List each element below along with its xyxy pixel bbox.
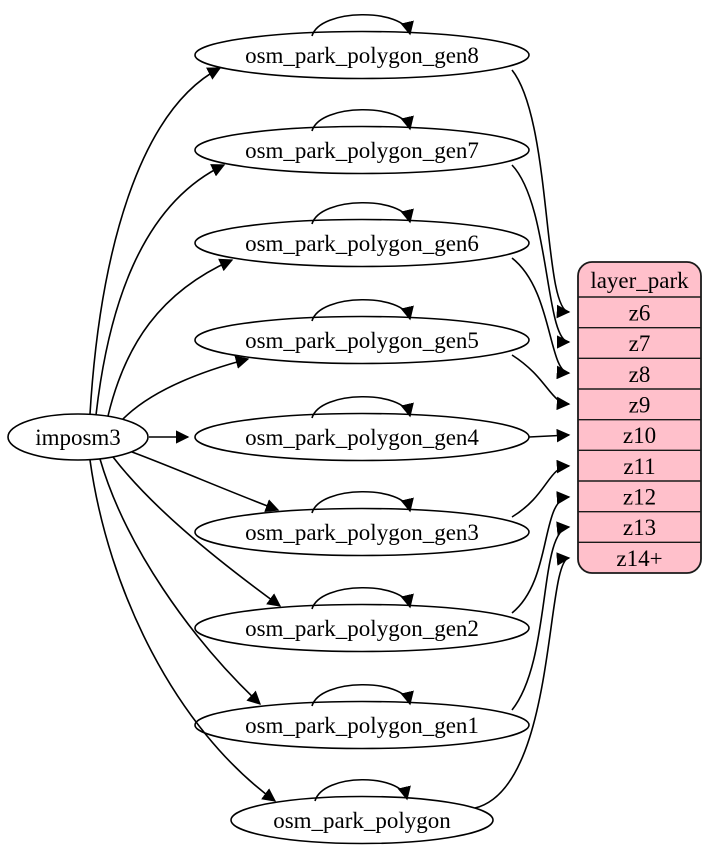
node-osm-park-polygon-gen2: osm_park_polygon_gen2 bbox=[194, 603, 530, 653]
node-osm-park-polygon-gen7: osm_park_polygon_gen7 bbox=[194, 125, 530, 175]
self-loop-gen5 bbox=[311, 298, 414, 322]
layer-park-box bbox=[577, 261, 702, 574]
edge-imposm3-to-gen1 bbox=[99, 458, 261, 705]
layer-row-z12: z12 bbox=[623, 484, 656, 509]
gen5-label: osm_park_polygon_gen5 bbox=[245, 328, 479, 353]
node-osm-park-polygon-gen5: osm_park_polygon_gen5 bbox=[194, 315, 530, 365]
edge-imposm3-to-gen8 bbox=[89, 67, 222, 415]
edge-gen7-to-z7 bbox=[511, 164, 571, 349]
node-imposm3: imposm3 bbox=[7, 413, 149, 461]
self-loop-gen4 bbox=[311, 395, 414, 419]
gen3-label: osm_park_polygon_gen3 bbox=[245, 520, 479, 545]
self-loop-gen8 bbox=[311, 13, 414, 37]
gen5-ellipse bbox=[194, 315, 530, 365]
self-loop-gen7 bbox=[311, 108, 414, 132]
node-osm-park-polygon: osm_park_polygon bbox=[230, 795, 494, 845]
self-loop-gen3 bbox=[311, 490, 414, 514]
imposm3-label: imposm3 bbox=[35, 425, 121, 450]
polygon-ellipse bbox=[230, 795, 494, 845]
layer-row-z14plus: z14+ bbox=[616, 546, 662, 571]
edge-gen8-to-z6 bbox=[511, 69, 571, 319]
edge-imposm3-to-gen3 bbox=[131, 451, 280, 513]
edge-imposm3-to-gen5 bbox=[122, 355, 250, 420]
layer-row-z11: z11 bbox=[623, 454, 655, 479]
gen4-label: osm_park_polygon_gen4 bbox=[245, 425, 479, 450]
node-layer-park: layer_park z6 z7 z8 z9 z10 z11 z12 z13 z… bbox=[577, 261, 702, 574]
edge-gen5-to-z9 bbox=[511, 354, 571, 411]
layer-row-z10: z10 bbox=[623, 423, 656, 448]
layer-park-title: layer_park bbox=[590, 268, 689, 293]
edge-gen4-to-z10 bbox=[528, 428, 571, 443]
edge-gen2-to-z12 bbox=[511, 491, 571, 614]
polygon-label: osm_park_polygon bbox=[273, 808, 451, 833]
gen7-ellipse bbox=[194, 125, 530, 175]
self-loop-gen1 bbox=[311, 683, 414, 707]
node-osm-park-polygon-gen6: osm_park_polygon_gen6 bbox=[194, 218, 530, 268]
gen2-ellipse bbox=[194, 603, 530, 653]
layer-row-z8: z8 bbox=[629, 362, 651, 387]
gen3-ellipse bbox=[194, 507, 530, 557]
self-loop-gen6 bbox=[311, 201, 414, 225]
node-osm-park-polygon-gen1: osm_park_polygon_gen1 bbox=[194, 700, 530, 750]
edge-imposm3-to-gen7 bbox=[95, 164, 226, 416]
edge-imposm3-to-polygon bbox=[89, 459, 277, 802]
gen6-ellipse bbox=[194, 218, 530, 268]
imposm3-ellipse bbox=[7, 413, 149, 461]
gen1-label: osm_park_polygon_gen1 bbox=[245, 713, 479, 738]
edge-gen6-to-z8 bbox=[511, 257, 571, 380]
node-osm-park-polygon-gen3: osm_park_polygon_gen3 bbox=[194, 507, 530, 557]
gen7-label: osm_park_polygon_gen7 bbox=[245, 138, 479, 163]
gen8-ellipse bbox=[194, 30, 530, 80]
layer-row-z7: z7 bbox=[629, 331, 651, 356]
gen2-label: osm_park_polygon_gen2 bbox=[245, 616, 479, 641]
edge-imposm3-to-gen2 bbox=[112, 456, 282, 607]
edge-polygon-to-z14plus bbox=[474, 552, 571, 809]
gen8-label: osm_park_polygon_gen8 bbox=[245, 43, 479, 68]
node-osm-park-polygon-gen8: osm_park_polygon_gen8 bbox=[194, 30, 530, 80]
gen6-label: osm_park_polygon_gen6 bbox=[245, 231, 479, 256]
self-loop-polygon bbox=[314, 778, 411, 802]
edge-gen1-to-z13 bbox=[511, 521, 571, 711]
layer-row-z13: z13 bbox=[623, 515, 656, 540]
layer-row-z9: z9 bbox=[629, 392, 651, 417]
gen1-ellipse bbox=[194, 700, 530, 750]
node-osm-park-polygon-gen4: osm_park_polygon_gen4 bbox=[194, 412, 530, 462]
layer-row-z6: z6 bbox=[629, 300, 651, 325]
edge-imposm3-to-gen6 bbox=[107, 258, 234, 417]
self-loop-gen2 bbox=[311, 586, 414, 610]
edge-gen3-to-z11 bbox=[511, 459, 571, 518]
